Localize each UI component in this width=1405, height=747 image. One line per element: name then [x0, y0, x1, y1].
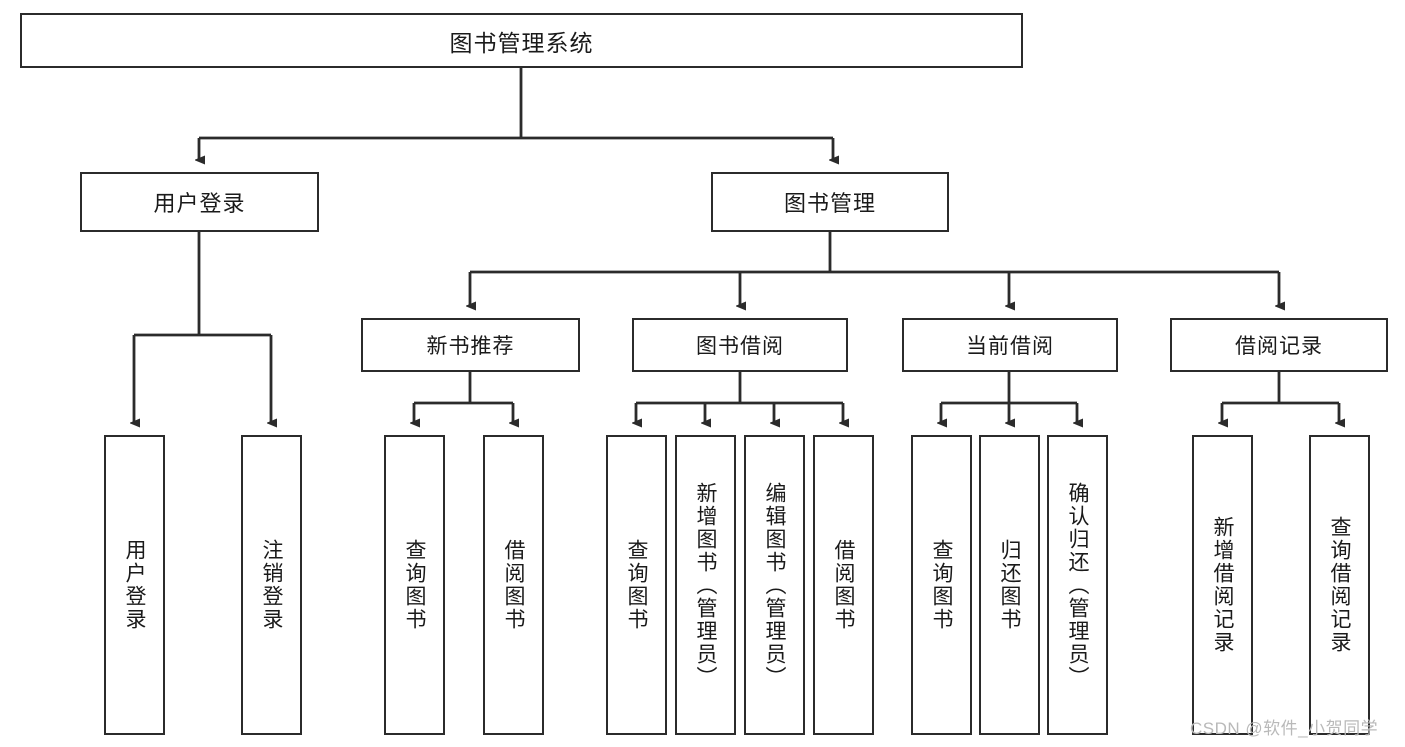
- leaf-label: 借阅图书: [832, 539, 855, 631]
- node-root-label: 图书管理系统: [449, 29, 594, 56]
- node-new-book-recommend-label: 新书推荐: [426, 335, 515, 358]
- leaf-current-borrow-return[interactable]: 归还图书: [979, 435, 1040, 735]
- node-new-book-recommend[interactable]: 新书推荐: [361, 318, 580, 372]
- leaf-book-borrow-add[interactable]: 新增图书（管理员）: [675, 435, 736, 735]
- node-current-borrow-label: 当前借阅: [966, 335, 1054, 358]
- node-current-borrow[interactable]: 当前借阅: [902, 318, 1118, 372]
- leaf-book-borrow-edit[interactable]: 编辑图书（管理员）: [744, 435, 805, 735]
- leaf-book-borrow-query[interactable]: 查询图书: [606, 435, 667, 735]
- watermark: CSDN @软件_小贺同学: [1190, 719, 1379, 738]
- leaf-borrow-record-add[interactable]: 新增借阅记录: [1192, 435, 1253, 735]
- leaf-label: 归还图书: [998, 539, 1021, 631]
- leaf-user-login-signin[interactable]: 用户登录: [104, 435, 165, 735]
- leaf-current-borrow-query[interactable]: 查询图书: [911, 435, 972, 735]
- leaf-label: 确认归还（管理员）: [1066, 481, 1089, 689]
- node-root[interactable]: 图书管理系统: [20, 13, 1023, 68]
- node-user-login[interactable]: 用户登录: [80, 172, 319, 232]
- leaf-label: 借阅图书: [502, 539, 525, 631]
- node-book-management-label: 图书管理: [783, 191, 876, 216]
- leaf-label: 用户登录: [123, 539, 146, 631]
- leaf-label: 查询图书: [403, 539, 426, 631]
- leaf-label: 编辑图书（管理员）: [763, 481, 786, 689]
- leaf-label: 注销登录: [260, 539, 283, 631]
- node-user-login-label: 用户登录: [153, 191, 246, 216]
- leaf-current-borrow-confirm[interactable]: 确认归还（管理员）: [1047, 435, 1108, 735]
- leaf-borrow-record-query[interactable]: 查询借阅记录: [1309, 435, 1370, 735]
- node-borrow-record-label: 借阅记录: [1235, 335, 1323, 358]
- node-book-management[interactable]: 图书管理: [711, 172, 949, 232]
- leaf-book-borrow-lend[interactable]: 借阅图书: [813, 435, 874, 735]
- leaf-label: 新增图书（管理员）: [694, 481, 717, 689]
- leaf-label: 新增借阅记录: [1211, 516, 1234, 654]
- leaf-new-book-borrow[interactable]: 借阅图书: [483, 435, 544, 735]
- leaf-user-login-signout[interactable]: 注销登录: [241, 435, 302, 735]
- leaf-label: 查询图书: [625, 539, 648, 631]
- node-borrow-record[interactable]: 借阅记录: [1170, 318, 1388, 372]
- leaf-new-book-query[interactable]: 查询图书: [384, 435, 445, 735]
- leaf-label: 查询借阅记录: [1328, 516, 1351, 654]
- node-book-borrow[interactable]: 图书借阅: [632, 318, 848, 372]
- leaf-label: 查询图书: [930, 539, 953, 631]
- node-book-borrow-label: 图书借阅: [696, 335, 784, 358]
